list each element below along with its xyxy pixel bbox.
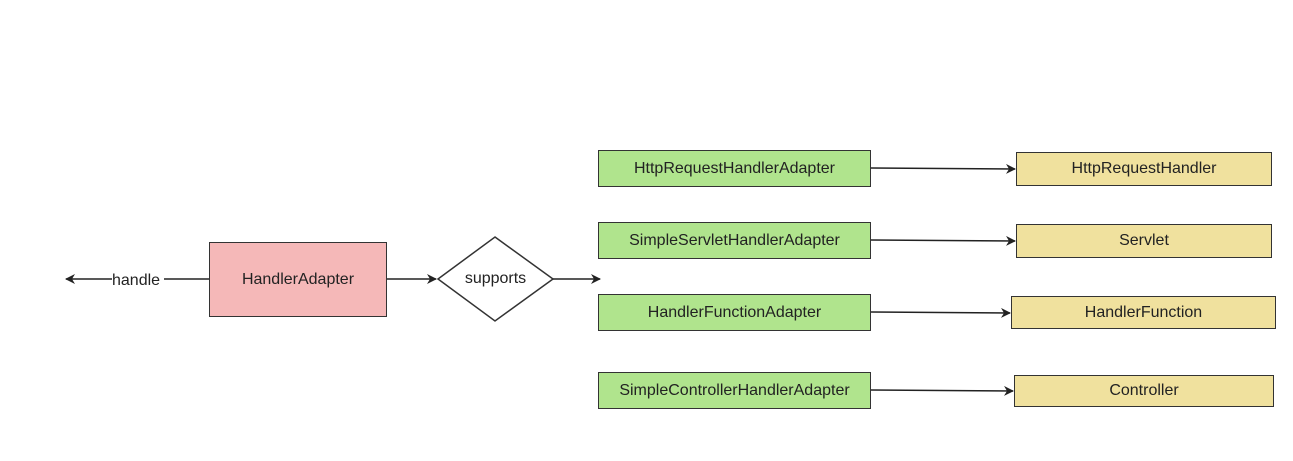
adapter-label: HandlerFunctionAdapter: [647, 303, 822, 321]
target-label: HandlerFunction: [1084, 303, 1203, 321]
adapter-box-http-request: HttpRequestHandlerAdapter: [598, 150, 871, 187]
adapter-box-simple-controller: SimpleControllerHandlerAdapter: [598, 372, 871, 409]
handle-label: handle: [112, 271, 161, 291]
adapter-target-arrow-1: [870, 163, 1016, 174]
target-label: Servlet: [1119, 232, 1169, 249]
target-box-servlet: Servlet: [1016, 224, 1272, 258]
target-label: HttpRequestHandler: [1071, 160, 1217, 177]
supports-decision-diamond: [436, 236, 555, 322]
target-label: Controller: [1109, 382, 1179, 399]
adapter-box-simple-servlet: SimpleServletHandlerAdapter: [598, 222, 871, 259]
adapter-label: HttpRequestHandlerAdapter: [633, 159, 835, 177]
handler-adapter-box: HandlerAdapter: [209, 242, 387, 317]
target-box-handler-function: HandlerFunction: [1011, 296, 1276, 329]
handler-adapter-label: HandlerAdapter: [241, 270, 355, 288]
adapter-label: SimpleControllerHandlerAdapter: [619, 381, 850, 399]
target-box-controller: Controller: [1014, 375, 1274, 407]
adapter-target-arrow-4: [870, 385, 1014, 396]
adapter-box-handler-function: HandlerFunctionAdapter: [598, 294, 871, 331]
adapter-target-arrow-2: [870, 235, 1016, 246]
adapter-label: SimpleServletHandlerAdapter: [629, 231, 840, 249]
supports-label: supports: [464, 270, 527, 287]
adapter-target-arrow-3: [870, 307, 1011, 318]
target-box-http-request-handler: HttpRequestHandler: [1016, 152, 1272, 186]
